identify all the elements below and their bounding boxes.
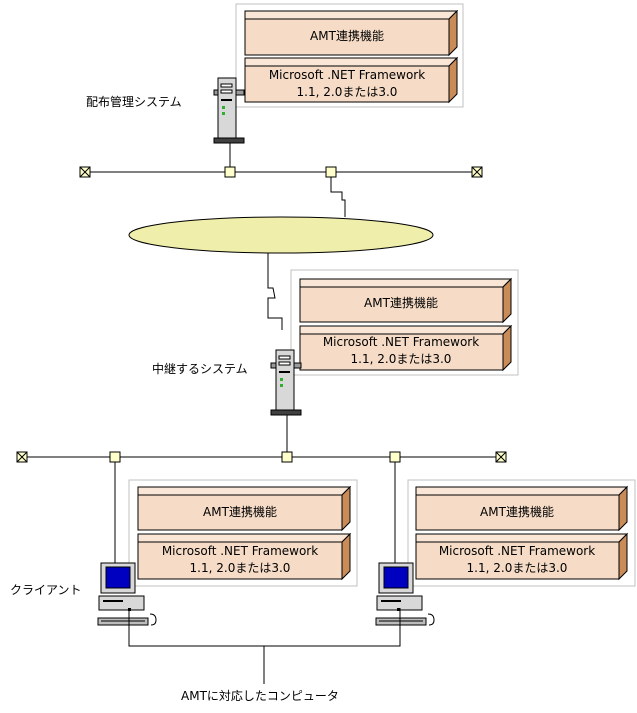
bottom-node-right-icon xyxy=(389,451,401,463)
top-node-server-icon xyxy=(224,166,236,178)
dotnet-label-line2: 1.1, 2.0または3.0 xyxy=(351,352,452,366)
relay-wan-link xyxy=(267,253,283,330)
dotnet-label-line1: Microsoft .NET Framework xyxy=(162,544,318,558)
relay-system-label: 中継するシステム xyxy=(152,361,248,376)
dotnet-box: Microsoft .NET Framework 1.1, 2.0または3.0 xyxy=(137,532,352,581)
client-left-computer-icon xyxy=(97,562,157,626)
bottom-left-terminator-icon xyxy=(16,451,28,463)
client-label: クライアント xyxy=(10,583,82,597)
amt-box: AMT連携機能 xyxy=(244,9,459,57)
top-wan-link xyxy=(330,172,346,217)
amt-label: AMT連携機能 xyxy=(310,28,384,43)
top-right-terminator-icon xyxy=(471,166,483,178)
amt-label: AMT連携機能 xyxy=(364,295,438,310)
amt-bracket xyxy=(128,608,401,647)
client-right-computer-icon xyxy=(375,562,435,626)
dotnet-label-line2: 1.1, 2.0または3.0 xyxy=(297,85,398,99)
distribution-server-icon xyxy=(213,77,245,144)
amt-box: AMT連携機能 xyxy=(137,485,352,532)
bottom-node-left-icon xyxy=(109,451,121,463)
top-node-wan-icon xyxy=(325,166,337,178)
client-left-software-panel: AMT連携機能 Microsoft .NET Framework 1.1, 2.… xyxy=(128,479,358,587)
bottom-node-relay-icon xyxy=(281,451,293,463)
amt-label: AMT連携機能 xyxy=(480,504,554,519)
dotnet-box: Microsoft .NET Framework 1.1, 2.0または3.0 xyxy=(415,532,629,581)
wan-cloud xyxy=(128,216,434,254)
dotnet-label-line2: 1.1, 2.0または3.0 xyxy=(190,561,291,575)
dotnet-label-line1: Microsoft .NET Framework xyxy=(269,68,425,82)
dotnet-label-line1: Microsoft .NET Framework xyxy=(323,335,479,349)
dotnet-label-line2: 1.1, 2.0または3.0 xyxy=(467,561,568,575)
distribution-software-panel: AMT連携機能 Microsoft .NET Framework 1.1, 2.… xyxy=(235,3,464,108)
distribution-system-label: 配布管理システム xyxy=(86,94,182,109)
relay-server-icon xyxy=(270,349,302,416)
relay-software-panel: AMT連携機能 Microsoft .NET Framework 1.1, 2.… xyxy=(290,269,519,376)
dotnet-box: Microsoft .NET Framework 1.1, 2.0または3.0 xyxy=(244,56,459,104)
amt-box: AMT連携機能 xyxy=(299,277,513,324)
dotnet-label-line1: Microsoft .NET Framework xyxy=(439,544,595,558)
top-left-terminator-icon xyxy=(79,166,91,178)
client-right-software-panel: AMT連携機能 Microsoft .NET Framework 1.1, 2.… xyxy=(407,479,636,587)
dotnet-box: Microsoft .NET Framework 1.1, 2.0または3.0 xyxy=(299,324,513,372)
amt-computer-label: AMTに対応したコンピュータ xyxy=(181,689,339,703)
bottom-right-terminator-icon xyxy=(495,451,507,463)
amt-label: AMT連携機能 xyxy=(203,504,277,519)
amt-box: AMT連携機能 xyxy=(415,485,629,532)
